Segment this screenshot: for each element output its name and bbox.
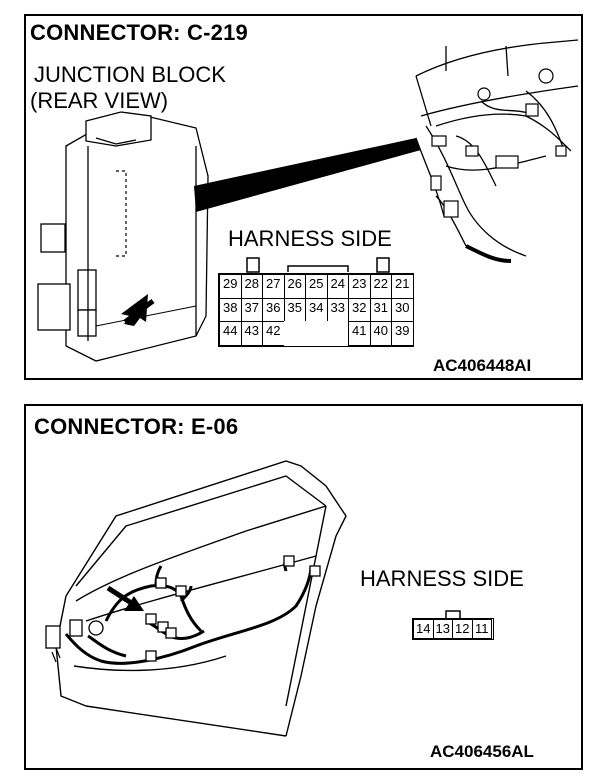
connector-pin-21: 21 bbox=[391, 274, 414, 299]
connector-pin-27: 27 bbox=[262, 274, 285, 299]
connector-pin-36: 36 bbox=[262, 297, 285, 322]
figure-code: AC406448AI bbox=[433, 356, 532, 375]
junction-block-illustration bbox=[37, 39, 579, 362]
connector-pin-43: 43 bbox=[240, 321, 263, 346]
connector-c219-panel: CONNECTOR: C-219 JUNCTION BLOCK (REAR VI… bbox=[24, 14, 583, 380]
connector-pin-38: 38 bbox=[219, 297, 242, 322]
connector-pin-11: 11 bbox=[471, 619, 492, 639]
connector-pin-22: 22 bbox=[369, 274, 392, 299]
empty-pin-slot bbox=[326, 321, 349, 346]
connector-pin-23: 23 bbox=[348, 274, 371, 299]
arrow-icon bbox=[124, 596, 144, 611]
connector-pin-33: 33 bbox=[326, 297, 349, 322]
connector-pin-28: 28 bbox=[240, 274, 263, 299]
connector-pin-37: 37 bbox=[240, 297, 263, 322]
empty-pin-slot bbox=[283, 321, 306, 346]
connector-pin-32: 32 bbox=[348, 297, 371, 322]
figure-code: AC406456AL bbox=[430, 742, 534, 761]
door-harness-illustration bbox=[45, 460, 461, 737]
connector-pin-30: 30 bbox=[391, 297, 414, 322]
connector-pin-26: 26 bbox=[283, 274, 306, 299]
harness-side-label: HARNESS SIDE bbox=[228, 226, 392, 251]
connector-pin-34: 34 bbox=[305, 297, 328, 322]
connector-pin-24: 24 bbox=[326, 274, 349, 299]
panel-title: CONNECTOR: E-06 bbox=[34, 414, 239, 439]
rear-view-label: (REAR VIEW) bbox=[30, 88, 169, 113]
junction-block-label: JUNCTION BLOCK bbox=[34, 62, 226, 87]
empty-pin-slot bbox=[305, 321, 328, 346]
connector-pin-25: 25 bbox=[305, 274, 328, 299]
arrow-icon bbox=[121, 294, 148, 326]
connector-pin-31: 31 bbox=[369, 297, 392, 322]
connector-pin-42: 42 bbox=[262, 321, 285, 346]
connector-pin-29: 29 bbox=[219, 274, 242, 299]
connector-pin-12: 12 bbox=[452, 619, 473, 639]
connector-pin-41: 41 bbox=[348, 321, 371, 346]
connector-pin-39: 39 bbox=[391, 321, 414, 346]
connector-pin-40: 40 bbox=[369, 321, 392, 346]
connector-pin-44: 44 bbox=[219, 321, 242, 346]
connector-pin-13: 13 bbox=[432, 619, 453, 639]
connector-pin-35: 35 bbox=[283, 297, 306, 322]
connector-pin-14: 14 bbox=[413, 619, 434, 639]
connector-e06-panel: CONNECTOR: E-06 bbox=[24, 404, 583, 770]
harness-side-label: HARNESS SIDE bbox=[360, 566, 524, 591]
panel-title: CONNECTOR: C-219 bbox=[30, 20, 248, 45]
